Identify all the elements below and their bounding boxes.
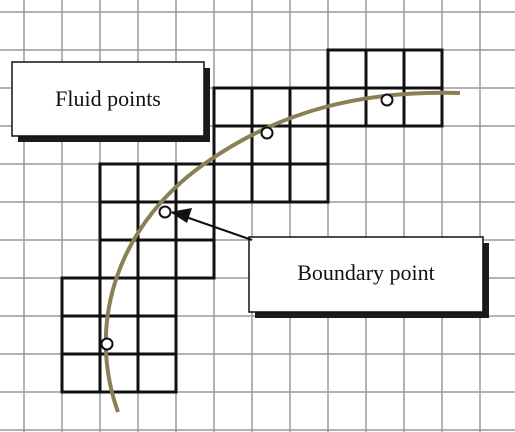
boundary-arrow <box>170 208 253 241</box>
circle-marker-icon <box>260 126 274 140</box>
fluid-label-text: Fluid points <box>55 86 161 111</box>
fluid-label-box <box>11 61 205 137</box>
fluid-cell-block <box>60 276 178 394</box>
circle-marker-icon <box>100 337 114 351</box>
boundary-label-text: Boundary point <box>297 260 435 285</box>
arrowhead-icon <box>170 208 192 223</box>
fluid-block-outline <box>212 86 330 204</box>
fluid-block-outline <box>60 276 178 394</box>
fluid-block-outline <box>98 162 216 280</box>
fluid-points-label: Fluid points <box>11 61 210 142</box>
fluid-cells <box>60 48 444 394</box>
arrow-shaft <box>185 216 253 241</box>
boundary-curve <box>103 90 461 413</box>
fluid-cell-block <box>98 162 216 280</box>
circle-marker-icon <box>158 205 172 219</box>
boundary-label-box <box>248 236 484 313</box>
fluid-cell-block <box>326 48 444 128</box>
boundary-markers <box>100 93 394 351</box>
circle-marker-icon <box>380 93 394 107</box>
boundary-point-label: Boundary point <box>248 236 489 318</box>
